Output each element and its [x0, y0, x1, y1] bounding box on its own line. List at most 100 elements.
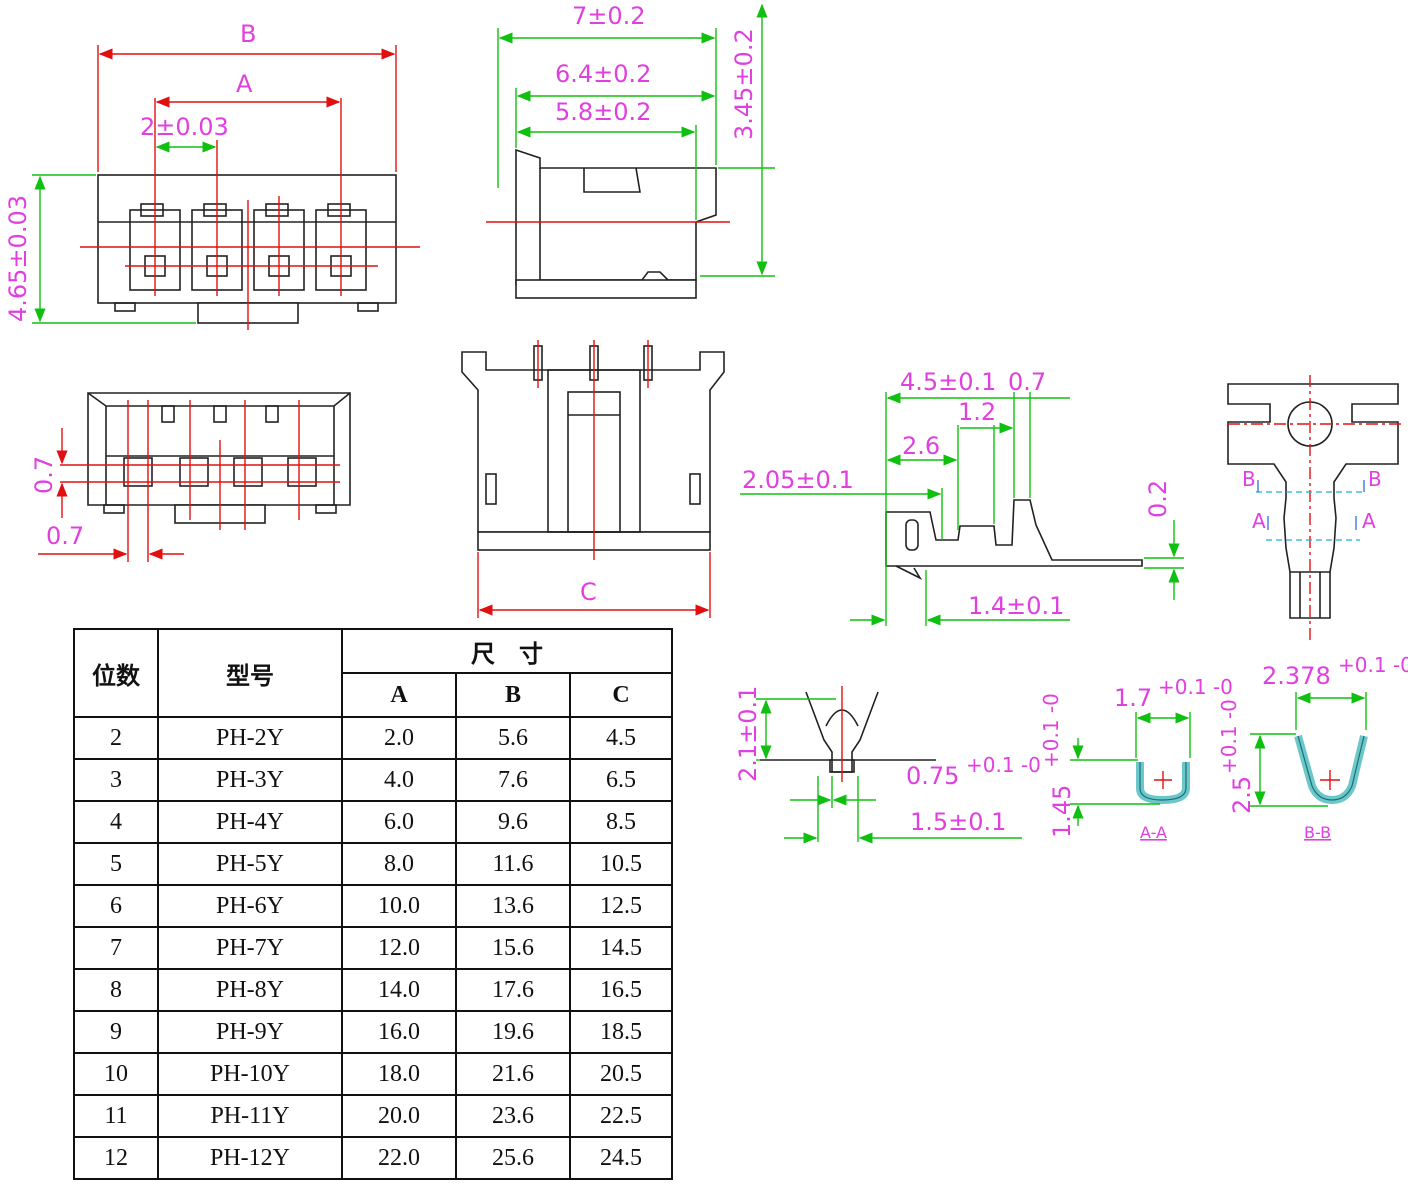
dim-6-4: 6.4±0.2 [555, 60, 651, 88]
header-positions: 位数 [73, 628, 159, 718]
cell-a: 4.0 [341, 758, 457, 802]
cell-positions: 4 [73, 800, 159, 844]
mark-b-left: B [1242, 467, 1256, 491]
cell-a: 22.0 [341, 1136, 457, 1180]
cell-model: PH-5Y [157, 842, 343, 886]
cell-model: PH-4Y [157, 800, 343, 844]
dim-0-7-t: 0.7 [1008, 368, 1046, 396]
dim-2-378: 2.378 [1262, 662, 1331, 690]
label-bb: B-B [1304, 823, 1331, 842]
dim-1-4: 1.4±0.1 [968, 592, 1064, 620]
dim-2-05: 2.05±0.1 [742, 466, 854, 494]
dim-0-75-tol: +0.1 -0 [966, 753, 1041, 777]
cell-c: 14.5 [569, 926, 673, 970]
cell-a: 8.0 [341, 842, 457, 886]
cell-c: 4.5 [569, 716, 673, 760]
section-bb: 2.378 +0.1 -0 2.5 +0.1 -0 B-B [1217, 653, 1408, 842]
header-a: A [341, 672, 457, 718]
cell-c: 20.5 [569, 1052, 673, 1096]
dim-0-2: 0.2 [1144, 480, 1172, 518]
dim-2-5-tol: +0.1 -0 [1217, 699, 1241, 774]
cell-b: 7.6 [455, 758, 571, 802]
cell-c: 18.5 [569, 1010, 673, 1054]
cell-a: 18.0 [341, 1052, 457, 1096]
cell-c: 16.5 [569, 968, 673, 1012]
cell-model: PH-11Y [157, 1094, 343, 1138]
section-aa: 1.7 +0.1 -0 1.45 +0.1 -0 A-A [1039, 675, 1233, 842]
cell-b: 21.6 [455, 1052, 571, 1096]
dim-1-7-tol: +0.1 -0 [1158, 675, 1233, 699]
mark-a-right: A [1362, 509, 1376, 533]
mark-b-right: B [1368, 467, 1382, 491]
dim-4-5: 4.5±0.1 [900, 368, 996, 396]
cell-positions: 7 [73, 926, 159, 970]
cell-c: 24.5 [569, 1136, 673, 1180]
cell-b: 13.6 [455, 884, 571, 928]
terminal-end-view: 2.1±0.1 0.75 +0.1 -0 1.5±0.1 [734, 686, 1041, 844]
dim-pitch: 2±0.03 [140, 113, 229, 141]
cell-positions: 8 [73, 968, 159, 1012]
cell-model: PH-2Y [157, 716, 343, 760]
dim-1-2: 1.2 [958, 398, 996, 426]
cell-a: 16.0 [341, 1010, 457, 1054]
cell-b: 15.6 [455, 926, 571, 970]
side-view: 7±0.2 6.4±0.2 5.8±0.2 3.45±0.2 [486, 2, 775, 299]
header-model: 型号 [157, 628, 343, 718]
dim-7: 7±0.2 [572, 2, 646, 30]
header-size: 尺 寸 [341, 628, 673, 674]
cell-model: PH-12Y [157, 1136, 343, 1180]
terminal-plan-view: B B A A [1227, 375, 1405, 640]
dim-height: 4.65±0.03 [4, 195, 32, 322]
dim-b: B [240, 20, 256, 48]
cell-a: 12.0 [341, 926, 457, 970]
dim-2-1: 2.1±0.1 [734, 686, 762, 782]
dim-2-5: 2.5 [1228, 776, 1256, 814]
terminal-side-view: 4.5±0.1 0.7 1.2 2.6 2.05±0.1 0.2 1.4±0.1 [740, 368, 1184, 626]
dim-3-45: 3.45±0.2 [730, 28, 758, 140]
cell-positions: 6 [73, 884, 159, 928]
label-aa: A-A [1140, 823, 1167, 842]
bottom-view: 0.7 0.7 [30, 392, 351, 562]
cell-model: PH-10Y [157, 1052, 343, 1096]
header-c: C [569, 672, 673, 718]
cell-b: 9.6 [455, 800, 571, 844]
cell-c: 6.5 [569, 758, 673, 802]
dim-0-7-v: 0.7 [30, 456, 58, 494]
cell-model: PH-7Y [157, 926, 343, 970]
cell-a: 2.0 [341, 716, 457, 760]
cell-a: 10.0 [341, 884, 457, 928]
dim-1-5: 1.5±0.1 [910, 808, 1006, 836]
cell-b: 19.6 [455, 1010, 571, 1054]
cell-positions: 12 [73, 1136, 159, 1180]
cell-b: 17.6 [455, 968, 571, 1012]
cell-positions: 9 [73, 1010, 159, 1054]
dim-0-75: 0.75 [906, 762, 959, 790]
cell-positions: 10 [73, 1052, 159, 1096]
cell-positions: 5 [73, 842, 159, 886]
cell-c: 8.5 [569, 800, 673, 844]
front-view: C [461, 340, 725, 618]
cell-positions: 2 [73, 716, 159, 760]
dim-2-378-tol: +0.1 -0 [1338, 653, 1408, 677]
dim-1-7: 1.7 [1114, 684, 1152, 712]
cell-positions: 11 [73, 1094, 159, 1138]
cell-a: 20.0 [341, 1094, 457, 1138]
cell-b: 5.6 [455, 716, 571, 760]
cell-model: PH-8Y [157, 968, 343, 1012]
cell-c: 22.5 [569, 1094, 673, 1138]
cell-model: PH-9Y [157, 1010, 343, 1054]
dim-1-45-tol: +0.1 -0 [1039, 693, 1063, 768]
cell-c: 12.5 [569, 884, 673, 928]
dim-2-6: 2.6 [902, 432, 940, 460]
